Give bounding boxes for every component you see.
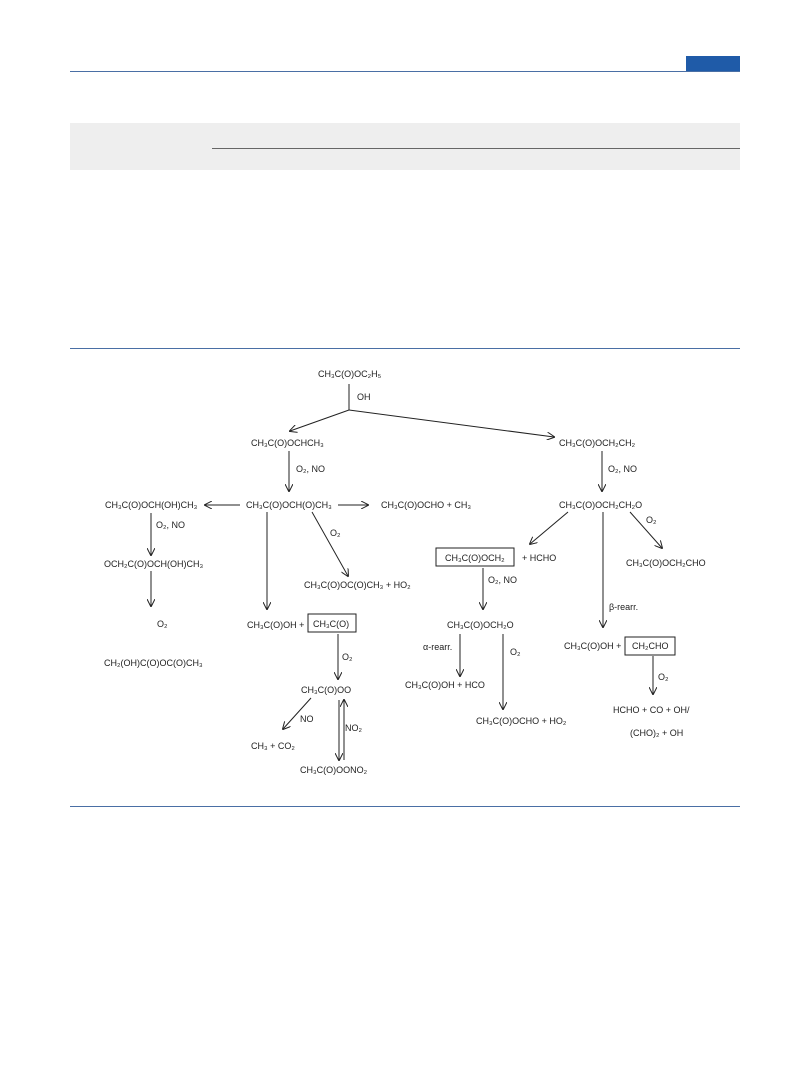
arrow-to-methoxy-box [530, 511, 569, 544]
label-o2-no-b: O₂, NO [608, 464, 637, 474]
node-methoxy-box: CH₃C(O)OCH₂ [445, 553, 505, 563]
node-acetic-acid-b: CH₃C(O)OH + [564, 641, 621, 651]
label-o2-ch2cho: O₂ [658, 672, 669, 682]
arrow-to-radical-a [290, 409, 350, 431]
methoxy-box [435, 547, 515, 567]
node-pan: CH₃C(O)OONO₂ [300, 765, 368, 775]
node-acetic-formate: CH₃C(O)OCHO + CH₃ [381, 500, 471, 510]
arrow-to-radical-b [348, 409, 554, 437]
label-o2-left: O₂ [157, 619, 168, 629]
node-hcho-a: + HCHO [522, 553, 556, 563]
arrow-peroxy-to-ch3 [283, 697, 312, 729]
node-ch3-co2: CH₃ + CO₂ [251, 741, 295, 751]
label-no: NO [300, 714, 314, 724]
label-o2-no-left: O₂, NO [156, 520, 185, 530]
header-tab-marker [686, 56, 740, 72]
arrow-to-ester-aldehyde [629, 511, 662, 548]
node-products-1: HCHO + CO + OH/ [613, 705, 690, 715]
node-acetyl: CH₃C(O) [313, 619, 349, 629]
node-formic-anh: CH₃C(O)OCHO + HO₂ [476, 716, 567, 726]
label-o2-no-methoxy: O₂, NO [488, 575, 517, 585]
label-oh: OH [357, 392, 371, 402]
label-beta-rearr: β-rearr. [609, 602, 638, 612]
node-ester-aldehyde: CH₃C(O)OCH₂CHO [626, 558, 706, 568]
node-anhydride: CH₃C(O)OC(O)CH₃ + HO₂ [304, 580, 411, 590]
node-acetic-hco: CH₃C(O)OH + HCO [405, 680, 485, 690]
label-o2-acetyl: O₂ [342, 652, 353, 662]
label-o2-no-a: O₂, NO [296, 464, 325, 474]
node-acetoxymethoxy: CH₃C(O)OCH₂O [447, 620, 514, 630]
node-acetic-acid-a: CH₃C(O)OH + [247, 620, 304, 630]
node-alkoxy-b: CH₃C(O)OCH₂CH₂O [559, 500, 642, 510]
label-o2-anhydride: O₂ [330, 528, 341, 538]
node-ch2cho: CH₂CHO [632, 641, 669, 651]
node-products-2: (CHO)₂ + OH [630, 728, 683, 738]
table-header-band [70, 123, 740, 170]
node-ethyl-acetate: CH₃C(O)OC₂H₅ [318, 369, 382, 379]
header-rule [70, 71, 740, 72]
node-left-3: CH₂(OH)C(O)OC(O)CH₃ [104, 658, 203, 668]
label-o2-ester-aldehyde: O₂ [646, 515, 657, 525]
figure-top-rule [70, 348, 740, 349]
table-header-rule [212, 148, 740, 149]
node-radical-b: CH₃C(O)OCH₂CH₂ [559, 438, 636, 448]
scheme-arrows [151, 384, 662, 760]
node-left-2: OCH₂C(O)OCH(OH)CH₃ [104, 559, 203, 569]
node-alkoxy-a: CH₃C(O)OCH(O)CH₃ [246, 500, 332, 510]
node-radical-a: CH₃C(O)OCHCH₃ [251, 438, 324, 448]
label-alpha-rearr: α-rearr. [423, 642, 452, 652]
node-left-1: CH₃C(O)OCH(OH)CH₃ [105, 500, 198, 510]
arrow-to-anhydride [311, 511, 348, 576]
label-o2-formic: O₂ [510, 647, 521, 657]
acetyl-box [307, 613, 357, 633]
label-no2: NO₂ [345, 723, 363, 733]
node-acetylperoxy: CH₃C(O)OO [301, 685, 351, 695]
figure-bottom-rule [70, 806, 740, 807]
ch2cho-box [624, 636, 676, 656]
